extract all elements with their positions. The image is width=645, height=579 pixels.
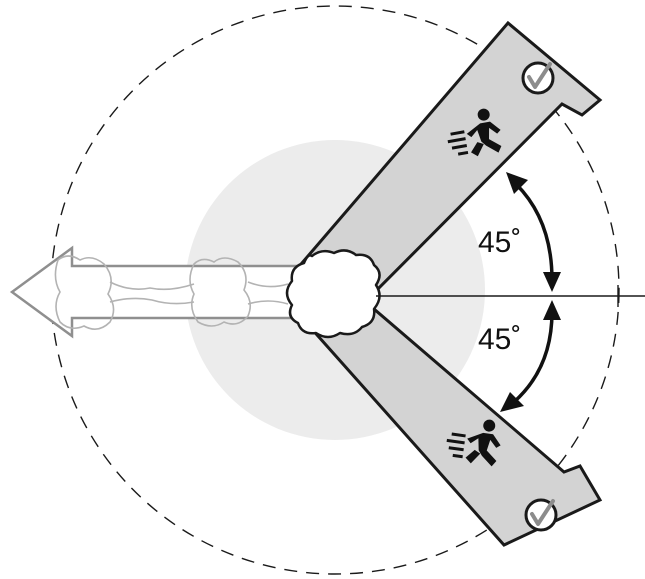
- angle-arrowhead-lower-start: [543, 300, 561, 320]
- fall-direction-arrow: [9, 245, 302, 339]
- angle-arrowhead-lower-end: [500, 392, 524, 412]
- checkmark-circle-icon-upper: [521, 61, 555, 95]
- angle-arrowhead-upper-end: [543, 272, 561, 292]
- angle-arc-lower: [512, 311, 554, 404]
- angle-arrowhead-upper-start: [506, 172, 528, 194]
- checkmark-circle-icon-lower: [524, 498, 558, 532]
- faded-tree-icon: [54, 255, 289, 330]
- lower-angle-label: 45˚: [478, 323, 522, 356]
- tree-icon: [285, 249, 381, 339]
- upper-angle-label: 45˚: [478, 226, 522, 259]
- angle-arc-upper: [514, 182, 554, 281]
